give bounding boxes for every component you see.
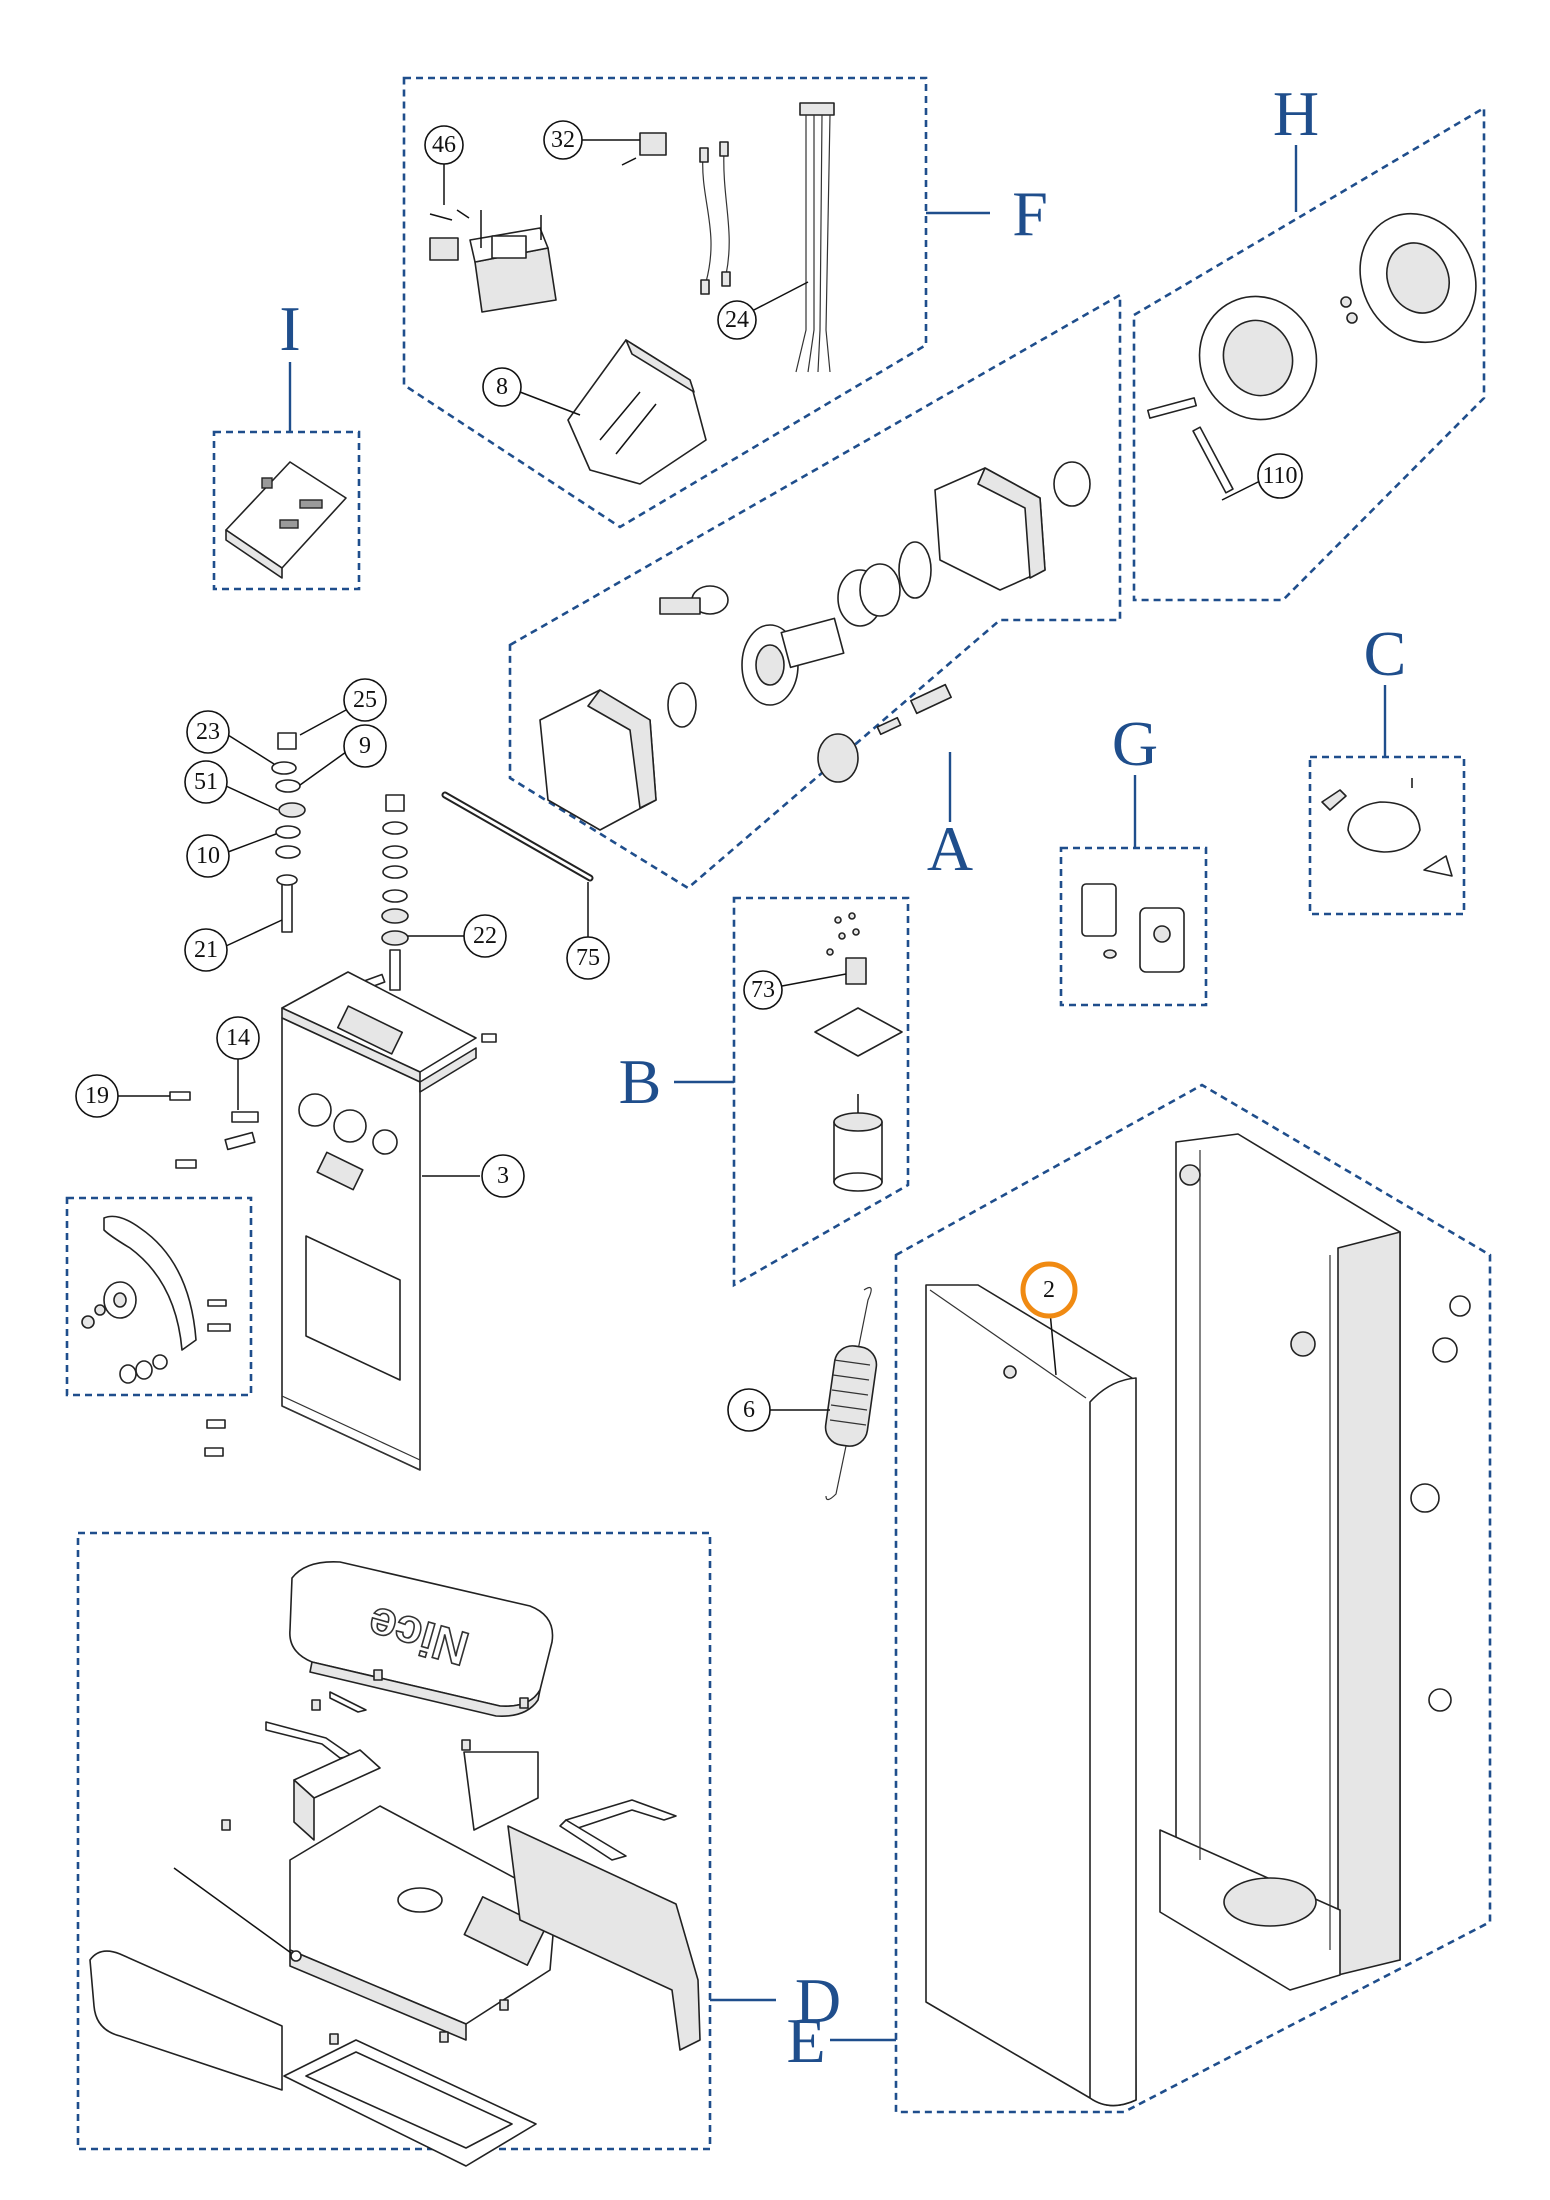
callout-32: 32 [551, 127, 575, 153]
callout-2: 2 [1043, 1277, 1055, 1303]
callout-8: 8 [496, 374, 508, 400]
column-body-part [1159, 1133, 1471, 1991]
callout-19-circle [75, 1074, 119, 1118]
group-g-frame [1059, 846, 1208, 1007]
callout-2-highlight [1020, 1261, 1078, 1319]
group-d-label: D [795, 1965, 841, 2036]
group-i-label: I [279, 293, 300, 364]
callout-9-circle [343, 724, 387, 768]
callout-21-circle [184, 928, 228, 972]
callout-51-circle [184, 760, 228, 804]
callout-22-circle [463, 914, 507, 958]
group-h: H 110 [1132, 78, 1486, 602]
group-d: D Nice [76, 1531, 841, 2167]
wire-harness-part [699, 141, 731, 295]
base-tray-part [289, 1805, 557, 2041]
callout-9: 9 [359, 733, 371, 759]
callout-21: 21 [194, 937, 218, 963]
callout-24: 24 [725, 307, 749, 333]
bracket-group-frame [65, 1196, 253, 1397]
callout-14-circle [216, 1016, 260, 1060]
group-a-frame [508, 292, 1122, 890]
callout-24-circle [717, 300, 757, 340]
group-h-frame [1132, 105, 1486, 602]
cable-part [795, 102, 835, 373]
callout-6-circle [727, 1388, 771, 1432]
group-e: E [786, 1083, 1492, 2114]
group-a: A [508, 292, 1122, 890]
callout-110-circle [1257, 453, 1303, 499]
group-g-label: G [1112, 708, 1158, 779]
callout-75-circle [566, 936, 610, 980]
callout-25-circle [343, 678, 387, 722]
loose-fasteners [169, 732, 594, 1457]
callout-8-circle [482, 367, 522, 407]
callout-46: 46 [432, 132, 456, 158]
group-e-frame [894, 1083, 1492, 2114]
callout-6: 6 [743, 1397, 755, 1423]
group-c-label: C [1364, 618, 1407, 689]
group-b-label: B [619, 1046, 662, 1117]
callout-46-circle [424, 125, 464, 165]
callout-110: 110 [1262, 463, 1297, 489]
lock-part [1321, 778, 1453, 877]
stack-callouts: 25 23 9 51 10 21 22 75 14 19 [75, 678, 610, 1118]
group-h-label: H [1273, 78, 1319, 149]
callout-10: 10 [196, 843, 220, 869]
group-i-frame [212, 430, 361, 591]
bracket-group [65, 1196, 253, 1397]
spring-part [824, 1287, 878, 1501]
callout-73: 73 [751, 977, 775, 1003]
group-f-label: F [1012, 178, 1048, 249]
group-d-frame [76, 1531, 712, 2151]
callout-14: 14 [226, 1025, 250, 1051]
callout-51: 51 [194, 769, 218, 795]
group-f: F [402, 76, 1048, 529]
group-b-frame [732, 896, 910, 1288]
transformer-part [456, 209, 557, 313]
callout-3: 3 [497, 1163, 509, 1189]
top-cover-part: Nice [289, 1561, 554, 1717]
gearbox-part [539, 461, 1091, 831]
switch-part [621, 132, 667, 166]
bearing-housing-part [1146, 212, 1477, 494]
callout-23: 23 [196, 719, 220, 745]
housing-part [567, 339, 707, 485]
group-b: B 73 [619, 896, 910, 1288]
callout-23-circle [186, 710, 230, 754]
group-i: I [212, 293, 361, 591]
control-board-part [225, 461, 347, 579]
callout-25: 25 [353, 687, 377, 713]
callout-32-circle [543, 120, 583, 160]
callout-10-circle [186, 834, 230, 878]
base-plate-part [281, 971, 480, 1471]
release-key-part [1081, 883, 1185, 973]
callout-75: 75 [576, 945, 600, 971]
group-c-frame [1308, 755, 1466, 916]
callout-22: 22 [473, 923, 497, 949]
group-e-label: E [786, 2005, 825, 2076]
callout-19: 19 [85, 1083, 109, 1109]
connector-part [429, 213, 459, 261]
front-cover-part [925, 1284, 1137, 2107]
group-f-frame [402, 76, 928, 529]
callout-3-circle [481, 1154, 525, 1198]
callout-73-circle [743, 970, 783, 1010]
group-g: G [1059, 708, 1208, 1007]
group-c: C [1308, 618, 1466, 916]
motor-part [814, 912, 903, 1192]
group-a-label: A [927, 813, 973, 884]
